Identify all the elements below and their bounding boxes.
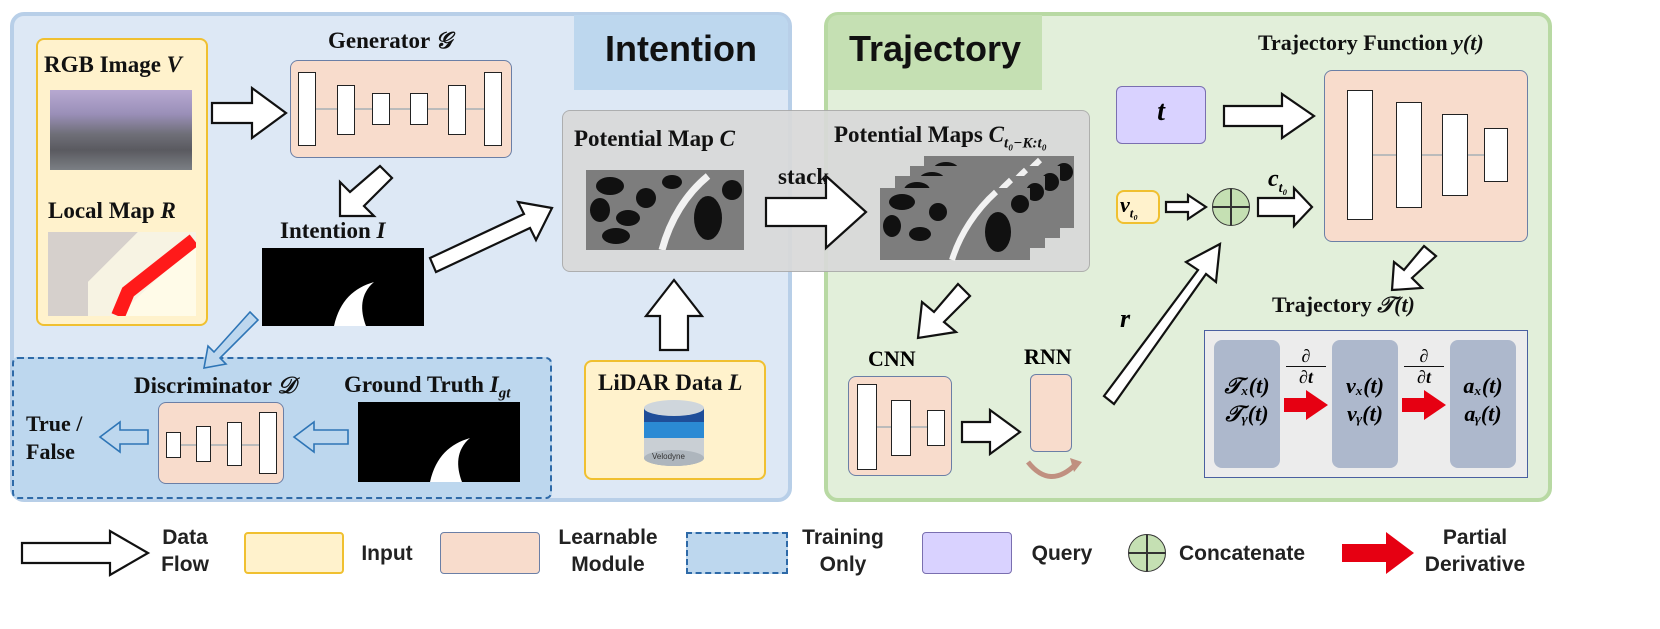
potential-maps-label: Potential Maps Ct₀−K:t₀ [834,122,1047,152]
legend-dataflow-arrow [20,529,151,577]
arrow-intention-to-discriminator [203,310,260,369]
rgb-image-label: RGB Image V [44,52,183,77]
traj-fn-layer [1347,90,1373,220]
stack-label: stack [778,164,830,189]
position-text: 𝒯ₓ(t)𝒯ᵧ(t) [1224,373,1270,426]
rgb-image [50,90,192,170]
partial-fraction-1: ∂ ∂t [1286,346,1326,387]
cnn-layer [857,384,877,470]
trajectory-label: Trajectory 𝒯(t) [1272,292,1415,317]
partial-arrow-1 [1284,390,1328,420]
legend-training-swatch [686,532,788,574]
arrow-intention-to-potentialmap [428,200,554,274]
traj-fn-layer [1396,102,1422,208]
partial-fraction-2: ∂ ∂t [1404,346,1444,387]
ground-truth-image [358,402,520,482]
arrow-maps-to-cnn [916,282,972,340]
arrow-v-to-concat [1164,192,1208,222]
discriminator-layer [259,412,277,474]
intention-image [262,248,424,326]
arrow-lidar-to-potentialmap [643,278,705,352]
local-map-label: Local Map R [48,198,176,223]
intention-panel-title: Intention [605,28,757,69]
legend-input-label: Input [361,542,413,565]
generator-layer [337,85,355,135]
discriminator-layer [227,422,242,466]
position-column [1214,340,1280,468]
velocity-text: vₓ(t)vᵧ(t) [1345,373,1384,426]
potential-map-image [586,170,744,250]
legend-partial-arrow [1342,532,1414,574]
velocity-column [1332,340,1398,468]
trajectory-function-label: Trajectory Function y(t) [1258,30,1484,55]
velocity-input-box [1116,190,1160,224]
legend-concat-v [1146,535,1148,571]
generator-label: Generator 𝒢 [328,28,452,53]
arrow-discriminator-to-output [98,420,149,454]
cnn-layer [927,410,945,446]
arrow-generator-to-intention [338,164,394,218]
acceleration-column [1450,340,1516,468]
context-label: ct₀ [1268,166,1288,196]
query-t-label: t [1157,96,1165,127]
ground-truth-label: Ground Truth Igt [344,372,511,402]
generator-layer [410,93,428,125]
lidar-sensor-icon [644,400,704,466]
legend-input-swatch [244,532,344,574]
legend-query-label: Query [1031,542,1093,565]
true-false-label: True / False [26,411,83,464]
generator-layer [298,72,316,146]
traj-fn-layer [1442,114,1468,196]
legend-query-swatch [922,532,1012,574]
arrow-rnn-to-concat [1102,242,1222,406]
trajectory-panel-header [828,15,1042,90]
rnn-label: RNN [1024,344,1072,369]
local-map-image [48,232,196,316]
potential-map-label: Potential Map C [574,126,735,151]
generator-layer [372,93,390,125]
generator-layer [484,72,502,146]
arrow-stack [764,173,868,251]
concatenate-node-v [1230,189,1232,225]
traj-fn-layer [1484,128,1508,182]
lidar-label: LiDAR Data L [598,370,743,395]
arrow-t-to-trajfn [1222,91,1316,141]
cnn-layer [891,400,911,456]
query-t-box [1116,86,1206,144]
discriminator-layer [196,426,211,462]
trajectory-panel-title: Trajectory [848,28,1022,69]
r-label: r [1120,304,1131,333]
lidar-brand-text: Velodyne [652,452,685,461]
legend-learnable-swatch [440,532,540,574]
rnn-recurrent-arrow [1026,460,1078,479]
intention-panel-header [574,15,788,90]
discriminator-layer [166,432,181,458]
velocity-label: vt₀ [1120,192,1138,221]
arrow-rgb-to-generator [210,85,288,141]
arrow-trajfn-to-trajectory [1390,244,1438,292]
intention-label: Intention I [280,218,386,243]
arrow-cnn-to-rnn [960,407,1022,457]
discriminator-label: Discriminator 𝒟 [134,373,296,398]
arrow-concat-to-trajfn [1256,185,1314,229]
legend-concatenate-label: Concatenate [1178,542,1306,565]
arrow-groundtruth-to-discriminator [292,420,349,454]
cnn-label: CNN [868,346,916,371]
rnn-module [1030,374,1072,452]
partial-arrow-2 [1402,390,1446,420]
generator-layer [448,85,466,135]
acceleration-text: aₓ(t)aᵧ(t) [1463,373,1503,426]
